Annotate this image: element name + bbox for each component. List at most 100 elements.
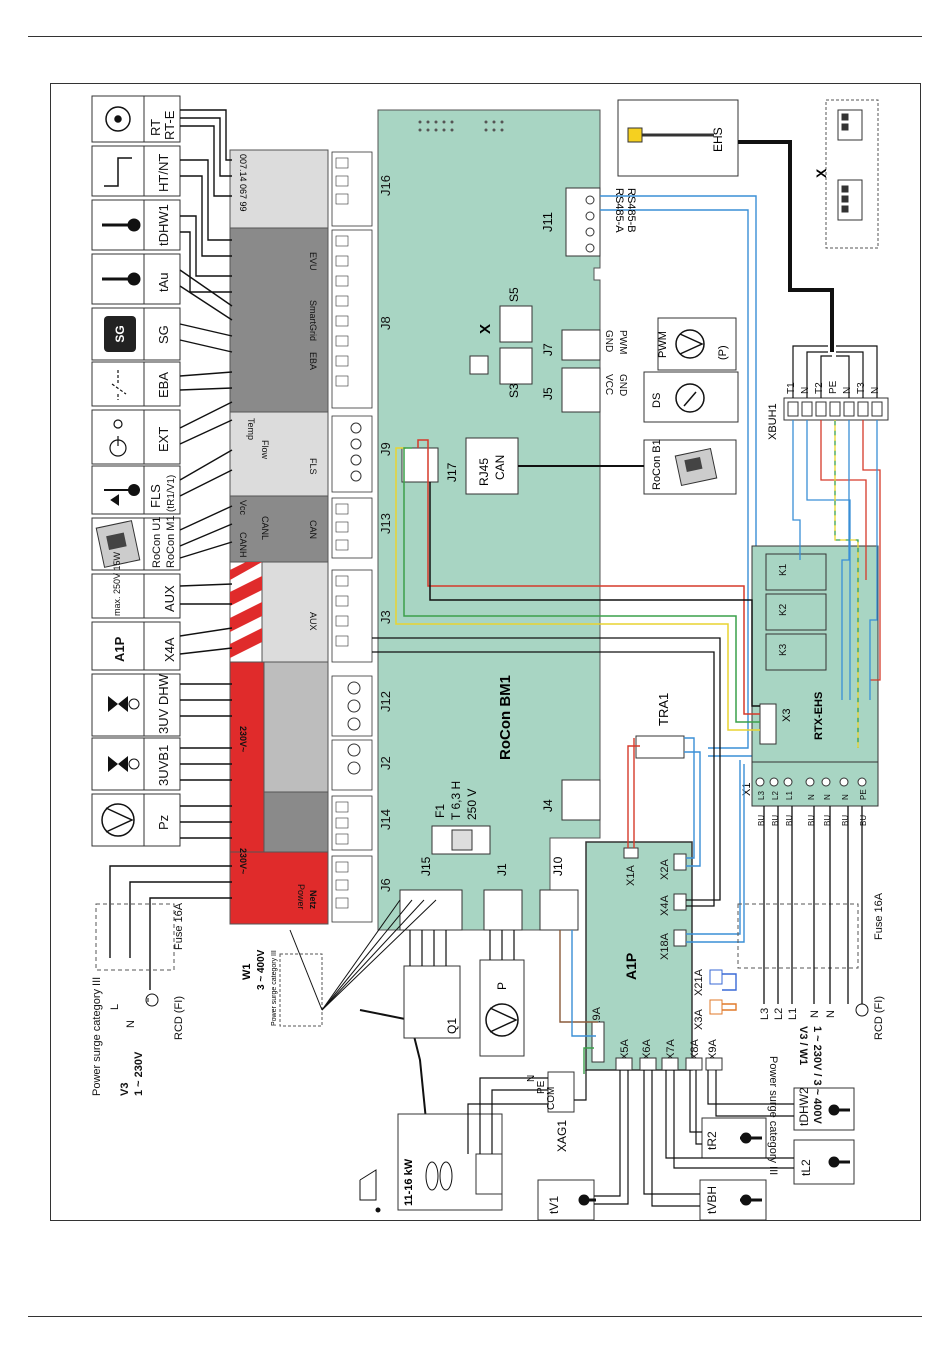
connector-j11-box	[565, 187, 601, 257]
xbuh1-top-wires	[792, 345, 878, 398]
ehs-heater-icon	[627, 127, 714, 143]
j9-j12-j2-pins	[347, 422, 362, 775]
dip-switch-icon	[837, 109, 863, 221]
label-rt: RT	[148, 119, 163, 136]
external-contact-icon	[109, 419, 127, 457]
tb-evu: EVU	[308, 252, 318, 271]
pump-j1-box	[479, 959, 525, 1057]
xbuh1-t1: T1	[786, 382, 797, 394]
svg-text:SG: SG	[113, 325, 127, 342]
sensor-tl2: tL2	[799, 1159, 813, 1176]
tb-fls: FLS	[308, 458, 318, 475]
pump-icon	[101, 803, 135, 837]
ground-icon	[145, 993, 159, 1007]
valve-icon	[108, 696, 140, 772]
a1p-port-x5a: X5A	[619, 1039, 631, 1060]
sensor-tvbh: tVBH	[705, 1186, 719, 1214]
tb-smartgrid: SmartGrid	[308, 300, 318, 341]
terminal-strip-fls	[229, 411, 329, 497]
a1p-port-x21a: X21A	[693, 968, 705, 996]
wire-code-3: BU	[785, 815, 794, 826]
a1p-label: A1P	[623, 953, 639, 980]
j1-wires	[409, 930, 515, 966]
tb-vcc: Vcc	[238, 500, 248, 516]
tb-canh: CANH	[238, 532, 248, 558]
tb-flow: Flow	[260, 440, 270, 460]
w1-label: W1	[241, 964, 253, 981]
a1p-port-x18a: X18A	[659, 932, 671, 960]
power-right-fuse: Fuse 16A	[873, 892, 885, 940]
a1p-port-x3a: X3A	[693, 1009, 705, 1030]
tra1-wires	[627, 737, 701, 867]
board-x-label: X	[477, 324, 494, 334]
tb-230v-top: 230V~	[238, 726, 248, 752]
connector-j6: J6	[378, 878, 393, 892]
tb-eba: EBA	[308, 352, 318, 370]
rocon-module-icon	[95, 520, 141, 568]
board-header-pins	[418, 120, 504, 132]
wire-code-7: BU	[859, 815, 868, 826]
dip-switch-s3	[499, 347, 533, 385]
diagram-frame	[50, 83, 921, 1221]
outdoor-fan-icon	[425, 1161, 453, 1191]
rtx-x1-n3: N	[841, 794, 850, 800]
power-left-voltage: 1 ~ 230V	[133, 1051, 145, 1096]
tb-canl: CANL	[260, 516, 270, 540]
power-left-fuse: Fuse 16A	[173, 902, 185, 950]
j17-x3-wires	[395, 439, 760, 731]
connector-j15: J15	[419, 856, 433, 876]
label-aux-spec: max. 250V 15W	[112, 551, 122, 616]
a1p-port-x9a: X9A	[707, 1039, 719, 1060]
label-ht-nt: HT/NT	[156, 154, 171, 192]
connector-j10: J10	[551, 856, 565, 876]
pwm-label: PWM	[657, 331, 669, 358]
switch-contact-icon	[111, 370, 127, 400]
right-power-wires	[763, 806, 863, 1004]
connector-j5-box	[561, 367, 601, 413]
rs485-a-label: RS485-A	[613, 188, 625, 233]
transformer-tra1	[635, 735, 685, 759]
power-right-n2: N	[825, 1010, 837, 1018]
dip-x-label: X	[813, 168, 829, 178]
rocon-module-icon-b1	[674, 447, 718, 487]
right-breaker-box	[737, 903, 859, 969]
power-left-spec: V3	[119, 1083, 131, 1096]
rtx-k2: K2	[778, 603, 789, 616]
connector-j17: J17	[445, 462, 459, 482]
wire-code-6: BU	[841, 815, 850, 826]
label-tau: tAu	[156, 272, 171, 292]
pressure-sensor-icon	[675, 329, 705, 359]
sensor-tdhw2: tDHW2	[797, 1087, 811, 1126]
label-eba: EBA	[156, 372, 171, 398]
connector-j9: J9	[378, 442, 393, 456]
label-3uv-dhw: 3UV DHW	[156, 673, 171, 734]
top-rule	[28, 36, 922, 37]
q1-label: Q1	[445, 1018, 459, 1034]
rtx-x1-l3: L3	[757, 791, 766, 800]
a1p-port-x1a: X1A	[625, 865, 637, 886]
label-rocon-u1: RoCon U1	[151, 517, 163, 568]
q1-box	[403, 965, 461, 1039]
valve-block	[263, 661, 329, 793]
ehs-label: EHS	[711, 127, 725, 152]
a1p-port-x2a: X2A	[659, 859, 671, 880]
xbuh1-t2: T2	[814, 382, 825, 394]
ehs-cable	[738, 140, 834, 352]
outdoor-terminals	[475, 1153, 503, 1195]
tb-netz: Netz	[308, 890, 318, 910]
outdoor-unit-icon	[359, 1169, 381, 1213]
label-3uvb1: 3UVB1	[156, 745, 171, 786]
power-right-rcd: RCD (FI)	[873, 996, 885, 1040]
rtx-x1-n2: N	[823, 794, 832, 800]
fuse-rating: T 6,3 H	[449, 781, 463, 820]
power-left-title: Power surge category III	[91, 977, 103, 1096]
sensor-tr2: tR2	[705, 1131, 719, 1150]
label-fls: FLS	[148, 484, 163, 508]
xbuh1-n3: N	[870, 387, 881, 394]
xbuh1-n1: N	[800, 387, 811, 394]
rtx-x1-pins	[755, 777, 867, 787]
left-icon-column	[91, 95, 145, 847]
connector-j1: J1	[495, 863, 509, 876]
w1-note: Power surge category III	[271, 950, 278, 1026]
rtx-k1: K1	[778, 563, 789, 576]
